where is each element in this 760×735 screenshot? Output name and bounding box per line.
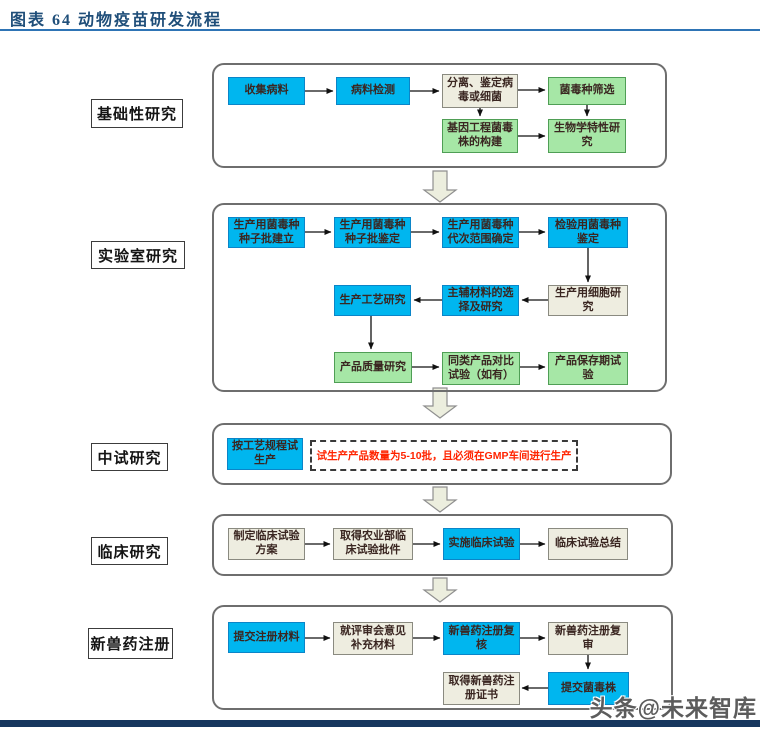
stage-label-laboratory-research: 实验室研究 — [91, 241, 185, 269]
bottom-bar — [0, 720, 760, 727]
flow-box-registration-recheck: 新兽药注册复核 — [443, 622, 520, 655]
stage-container-new-drug-registration — [212, 605, 673, 710]
page-title: 图表 64 动物疫苗研发流程 — [10, 12, 223, 29]
stage-container-pilot-research — [212, 423, 672, 485]
flow-box-passage-range-determination: 生产用菌毒种代次范围确定 — [442, 217, 519, 248]
flow-box-similar-product-comparison: 同类产品对比试验（如有） — [442, 352, 520, 385]
flow-box-product-quality-research: 产品质量研究 — [334, 352, 412, 383]
flow-box-collect-disease-material: 收集病料 — [228, 77, 305, 105]
flow-box-supplement-materials: 就评审会意见补充材料 — [333, 622, 413, 655]
stage-container-laboratory-research — [212, 203, 667, 392]
flow-box-submit-registration-materials: 提交注册材料 — [228, 622, 305, 653]
down-block-arrow — [422, 387, 458, 419]
stage-container-basic-research — [212, 63, 667, 168]
stage-container-clinical-research — [212, 514, 673, 576]
down-block-arrow — [422, 577, 458, 603]
flow-box-production-cell-research: 生产用细胞研究 — [548, 285, 628, 316]
title-underline — [0, 29, 760, 31]
flow-box-seed-batch-establishment: 生产用菌毒种种子批建立 — [228, 217, 305, 248]
flow-box-submit-strain: 提交菌毒株 — [548, 672, 629, 705]
flow-box-strain-screening: 菌毒种筛选 — [548, 77, 626, 105]
stage-label-basic-research: 基础性研究 — [91, 99, 183, 128]
flow-box-obtain-registration-certificate: 取得新兽药注册证书 — [443, 672, 520, 705]
flow-box-seed-batch-identification: 生产用菌毒种种子批鉴定 — [334, 217, 411, 248]
watermark: 头条@未来智库 — [589, 695, 757, 721]
flow-box-biological-characteristics: 生物学特性研究 — [548, 119, 626, 153]
flow-box-auxiliary-materials-selection: 主辅材料的选择及研究 — [442, 285, 519, 316]
stage-label-new-drug-registration: 新兽药注册 — [88, 628, 173, 659]
down-block-arrow — [422, 170, 458, 203]
flow-box-genetic-engineering-strain: 基因工程菌毒株的构建 — [442, 119, 518, 153]
flow-box-registration-review: 新兽药注册复审 — [548, 622, 628, 655]
stage-label-clinical-research: 临床研究 — [91, 537, 168, 565]
flow-box-production-process-research: 生产工艺研究 — [334, 285, 411, 316]
trial-production-note: 试生产产品数量为5-10批，且必须在GMP车间进行生产 — [310, 440, 578, 471]
stage-label-pilot-research: 中试研究 — [91, 443, 168, 471]
flow-box-inspection-strain-identification: 检验用菌毒种鉴定 — [548, 217, 628, 248]
flow-box-isolate-identify-virus: 分离、鉴定病毒或细菌 — [442, 74, 518, 108]
flow-box-clinical-trial-summary: 临床试验总结 — [548, 528, 628, 560]
flow-box-sample-testing: 病料检测 — [336, 77, 410, 105]
flow-box-shelf-life-test: 产品保存期试验 — [548, 352, 628, 385]
flow-box-clinical-trial-approval: 取得农业部临床试验批件 — [333, 528, 413, 560]
flow-box-conduct-clinical-trial: 实施临床试验 — [443, 528, 520, 560]
down-block-arrow — [422, 486, 458, 513]
flow-box-clinical-trial-protocol: 制定临床试验方案 — [228, 528, 305, 560]
flow-box-trial-production: 按工艺规程试生产 — [227, 438, 303, 470]
